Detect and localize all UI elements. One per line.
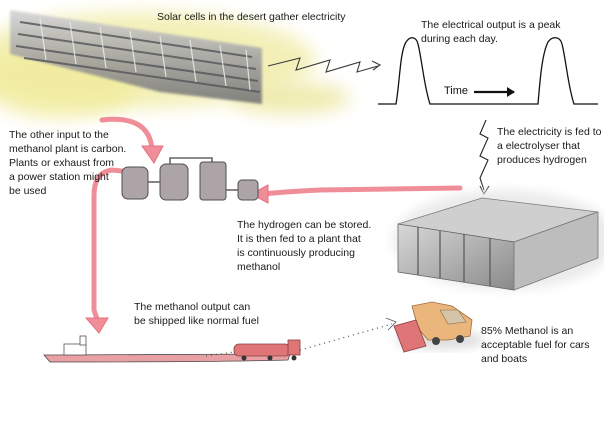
car-and-boat: [393, 301, 485, 353]
dotted-route-2: [299, 323, 393, 351]
output-peak-note: The electrical output is a peak during e…: [421, 19, 561, 45]
solar-field: [0, 10, 382, 118]
methanol-plant: [121, 157, 259, 201]
electrolyser-note: The electricity is fed to a electrolyser…: [497, 126, 602, 166]
flow-arrows: [91, 116, 463, 325]
flow-arrow-heads: [84, 145, 269, 334]
time-axis-label: Time: [444, 85, 469, 97]
output-peak-graph: [378, 37, 598, 105]
fuel-note: 85% Methanol is an acceptable fuel for c…: [481, 325, 590, 365]
hydrogen-note: The hydrogen can be stored. It is then f…: [237, 219, 372, 273]
ship: [43, 335, 291, 363]
carbon-note: The other input to the methanol plant is…: [9, 129, 127, 197]
solar-note: Solar cells in the desert gather electri…: [157, 11, 346, 23]
shipping-note: The methanol output can be shipped like …: [134, 301, 259, 327]
electricity-lightning: [479, 119, 489, 191]
electrolyser: [393, 190, 604, 291]
tanker-truck: [233, 339, 301, 361]
